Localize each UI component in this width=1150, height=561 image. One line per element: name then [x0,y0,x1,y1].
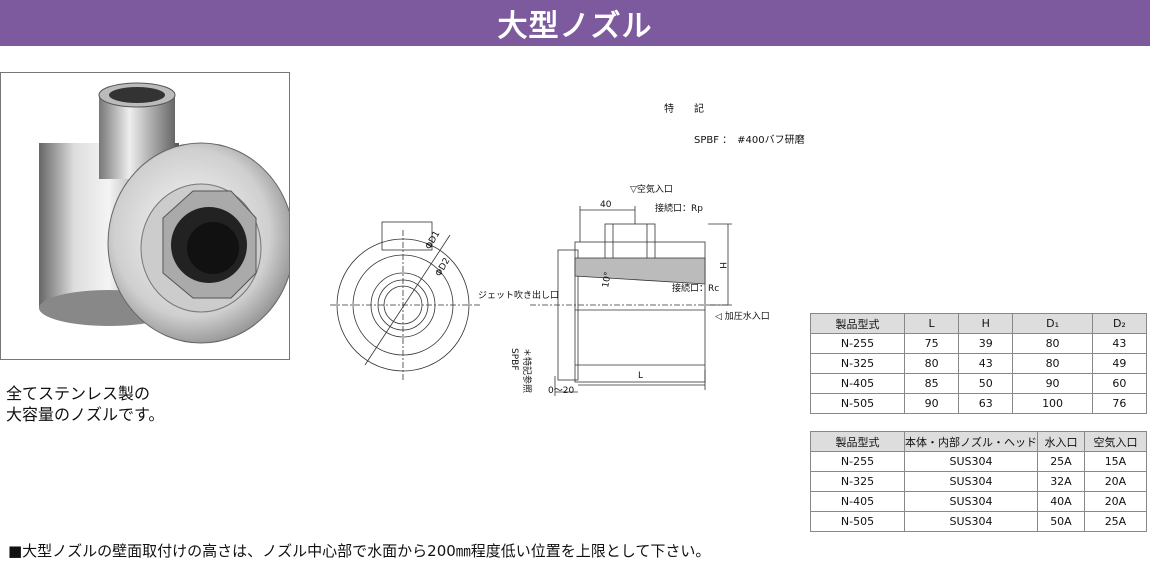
conn-rp-label: 接続口：Rp [655,202,703,214]
table-cell: 40A [1037,491,1085,512]
conn-rc-label: 接続口：Rc [672,282,719,294]
spbf-label: SPBF [509,348,519,371]
phi-d1-label: ΦD1 [424,229,443,251]
notes-body: SPBF ： #400バフ研磨 [694,135,805,146]
table-cell: 50 [958,373,1014,394]
header-cell: 水入口 [1037,431,1085,452]
table-cell: 49 [1091,353,1148,374]
header-cell: D₁ [1012,313,1093,334]
table-cell: 63 [958,393,1014,414]
technical-drawing: ΦD1 ΦD2 ▽空気入口 40 接続口：Rp 10° H 接続口：Rc ジェッ… [330,183,770,396]
table-header-row: 製品型式 本体・内部ノズル・ヘッド 水入口 空気入口 [810,431,1148,452]
table-cell: SUS304 [904,451,1038,472]
dimension-table: 製品型式 L H D₁ D₂ N-255 75 39 80 43 N-325 8… [810,313,1148,414]
phi-d2-label: ΦD2 [434,256,453,278]
header-cell: 空気入口 [1083,431,1148,452]
table-cell: 80 [1012,353,1093,374]
table-row: N-505 90 63 100 76 [810,393,1148,414]
footer-note: ■大型ノズルの壁面取付けの高さは、ノズル中心部で水面から200㎜程度低い位置を上… [8,542,711,560]
table-cell: N-505 [810,393,905,414]
table-cell: 60 [1091,373,1148,394]
table-row: N-405 85 50 90 60 [810,373,1148,394]
header-cell: 本体・内部ノズル・ヘッド [904,431,1038,452]
table-header-row: 製品型式 L H D₁ D₂ [810,313,1148,334]
table-row: N-405 SUS304 40A 20A [810,491,1148,512]
table-cell: 25A [1037,451,1085,472]
table-cell: N-255 [810,451,905,472]
table-cell: 32A [1037,471,1085,492]
description-line-1: 全てステンレス製の [6,384,151,403]
table-cell: 80 [903,353,960,374]
table-cell: N-255 [810,333,905,354]
nozzle-illustration [39,82,289,344]
table-cell: 20A [1083,491,1148,512]
front-view [330,221,480,380]
title-banner: 大型ノズル [0,0,1150,46]
header-cell: 製品型式 [810,313,905,334]
note-ref-label: ＊特記参照 [521,348,533,393]
special-notes: 特 記 SPBF ： #400バフ研磨 [664,100,805,146]
table-cell: 75 [903,333,960,354]
table-cell: N-405 [810,491,905,512]
table-cell: SUS304 [904,471,1038,492]
table-cell: SUS304 [904,511,1038,532]
table-cell: 39 [958,333,1014,354]
table-cell: 85 [903,373,960,394]
table-row: N-255 SUS304 25A 15A [810,451,1148,472]
header-cell: H [958,313,1014,334]
table-cell: N-325 [810,353,905,374]
table-cell: 90 [903,393,960,414]
notes-heading: 特 記 [664,104,704,115]
pressure-inlet-label: ◁ 加圧水入口 [715,310,770,322]
jet-outlet-label: ジェット吹き出し口 [478,289,559,301]
h-label: H [717,262,727,269]
dim-0-20-label: 0～20 [548,386,574,396]
table-cell: N-505 [810,511,905,532]
table-cell: 15A [1083,451,1148,472]
table-row: N-325 80 43 80 49 [810,353,1148,374]
description-line-2: 大容量のノズルです。 [6,405,165,424]
table-cell: 76 [1091,393,1148,414]
description: 全てステンレス製の 大容量のノズルです。 [6,383,164,425]
table-cell: 20A [1083,471,1148,492]
angle-label: 10° [601,271,614,288]
table-row: N-255 75 39 80 43 [810,333,1148,354]
table-cell: 100 [1012,393,1093,414]
table-cell: SUS304 [904,491,1038,512]
dim-40-label: 40 [600,200,612,210]
table-row: N-325 SUS304 32A 20A [810,471,1148,492]
header-cell: L [903,313,960,334]
table-row: N-505 SUS304 50A 25A [810,511,1148,532]
header-cell: D₂ [1091,313,1148,334]
table-cell: N-325 [810,471,905,492]
table-cell: 50A [1037,511,1085,532]
material-table: 製品型式 本体・内部ノズル・ヘッド 水入口 空気入口 N-255 SUS304 … [810,431,1148,532]
l-label: L [638,371,643,381]
table-cell: 43 [958,353,1014,374]
page-title: 大型ノズル [497,9,653,44]
table-cell: 90 [1012,373,1093,394]
table-cell: N-405 [810,373,905,394]
table-cell: 25A [1083,511,1148,532]
table-cell: 43 [1091,333,1148,354]
air-inlet-label: ▽空気入口 [630,183,673,195]
header-cell: 製品型式 [810,431,905,452]
product-photo [0,72,290,360]
table-cell: 80 [1012,333,1093,354]
side-view [530,206,732,396]
